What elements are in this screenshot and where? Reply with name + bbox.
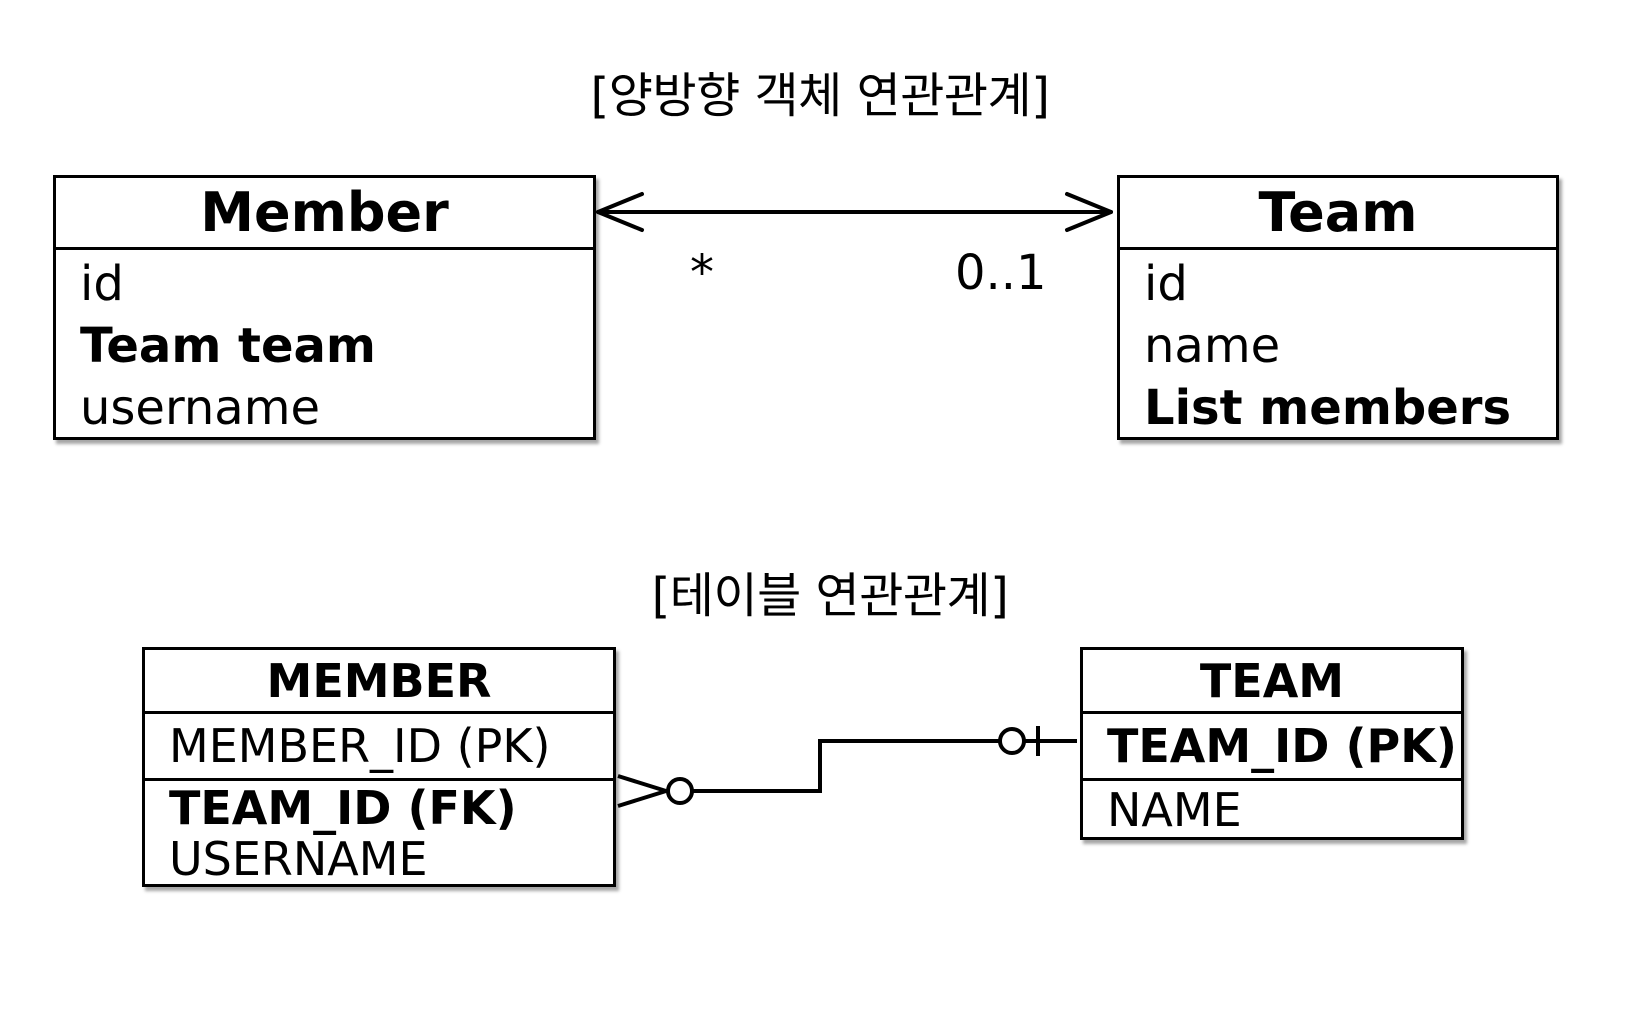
zero-circle-member-end-icon <box>666 777 694 805</box>
member-table-pk: MEMBER_ID (PK) <box>169 719 551 773</box>
zero-circle-team-end-icon <box>998 727 1026 755</box>
team-table-name: NAME <box>1107 783 1242 837</box>
team-table-box: TEAM TEAM_ID (PK) NAME <box>1080 647 1464 840</box>
member-table-divider <box>145 778 613 781</box>
member-table-title: MEMBER <box>145 650 613 714</box>
team-class-title: Team <box>1120 178 1556 250</box>
table-diagram-caption: [테이블 연관관계] <box>651 568 1009 624</box>
object-diagram-caption: [양방향 객체 연관관계] <box>590 68 1050 124</box>
member-table-box: MEMBER MEMBER_ID (PK) TEAM_ID (FK) USERN… <box>142 647 616 887</box>
member-class-box: Member id Team team username <box>53 175 596 440</box>
team-class-box: Team id name List members <box>1117 175 1559 440</box>
team-multiplicity: 0..1 <box>955 245 1047 301</box>
member-table-username: USERNAME <box>169 832 428 886</box>
member-table-fk: TEAM_ID (FK) <box>169 781 517 835</box>
member-field-username: username <box>80 380 320 436</box>
team-table-title: TEAM <box>1083 650 1461 714</box>
team-field-name: name <box>1144 318 1281 374</box>
member-field-id: id <box>80 256 124 312</box>
crows-foot-many-icon <box>617 774 673 808</box>
erd-relationship-line <box>617 726 1077 808</box>
member-field-team: Team team <box>80 318 376 374</box>
team-table-pk: TEAM_ID (PK) <box>1107 719 1457 773</box>
bidirectional-association-arrow <box>596 192 1113 232</box>
team-field-members: List members <box>1144 380 1512 436</box>
team-field-id: id <box>1144 256 1188 312</box>
member-class-title: Member <box>56 178 593 250</box>
member-multiplicity: * <box>690 245 714 301</box>
team-table-divider <box>1083 778 1461 781</box>
